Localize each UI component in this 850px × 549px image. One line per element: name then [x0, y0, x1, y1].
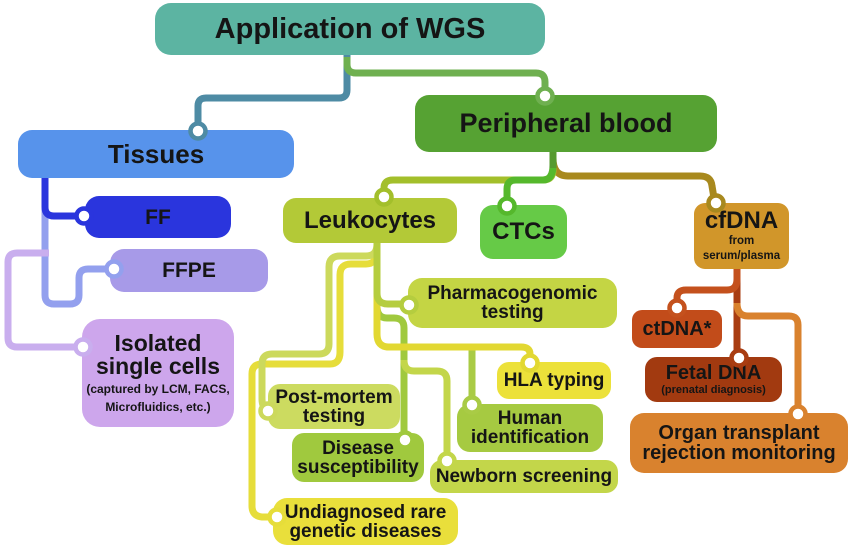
- node-sublabel: serum/plasma: [702, 250, 781, 262]
- connector-tissues-ffpe: [41, 176, 110, 308]
- node-label: Human: [497, 408, 563, 429]
- connector-wgs-peripheral: [343, 57, 549, 93]
- node-sublabel: Microfluidics, etc.): [105, 400, 211, 414]
- node-sublabel: (captured by LCM, FACS,: [86, 381, 230, 396]
- connector-leukocytes-pharmacogenomic: [373, 243, 402, 308]
- node-label: HLA typing: [503, 370, 605, 391]
- node-dot-tissues: [188, 121, 208, 141]
- connector-cfdna-organ: [733, 302, 802, 408]
- node-dot-human: [462, 395, 482, 415]
- node-application-of-wgs: Application of WGS: [155, 3, 545, 55]
- node-label: Disease: [322, 437, 394, 459]
- node-newborn-screening: Newborn screening: [430, 460, 618, 493]
- connector-leukocytes-postmortem: [258, 243, 381, 414]
- node-label: Post-mortem: [275, 386, 393, 408]
- node-cfdna: cfDNA from serum/plasma: [694, 203, 789, 269]
- node-label: ctDNA*: [642, 318, 712, 340]
- node-human-identification: Human identification: [457, 404, 603, 452]
- node-dot-ff: [74, 206, 94, 226]
- node-label: identification: [470, 427, 590, 448]
- node-label: susceptibility: [297, 456, 419, 478]
- node-label: Isolated: [114, 329, 202, 356]
- node-fetal-dna: Fetal DNA (prenatal diagnosis): [645, 357, 782, 402]
- node-ffpe: FFPE: [110, 249, 268, 292]
- connector-cfdna-ctdna: [673, 267, 741, 302]
- node-dot-disease: [395, 430, 415, 450]
- node-label: CTCs: [492, 218, 555, 245]
- node-pharmacogenomic-testing: Pharmacogenomic testing: [408, 278, 617, 328]
- node-dot-peripheral: [535, 86, 555, 106]
- connector-tissues-ff: [41, 176, 80, 220]
- node-label: testing: [481, 302, 544, 323]
- node-tissues: Tissues: [18, 130, 294, 178]
- node-dot-ffpe: [104, 259, 124, 279]
- node-label: Fetal DNA: [665, 361, 762, 384]
- node-ctcs: CTCs: [480, 205, 567, 259]
- node-dot-undiagnosed: [267, 507, 287, 527]
- node-peripheral-blood: Peripheral blood: [415, 95, 717, 152]
- connector-leukocytes-undiagnosed: [248, 249, 381, 521]
- node-label: genetic diseases: [289, 520, 442, 542]
- node-dot-newborn: [437, 451, 457, 471]
- node-label: Peripheral blood: [459, 108, 673, 138]
- node-dot-ctcs: [497, 196, 517, 216]
- node-undiagnosed-rare-genetic-diseases: Undiagnosed rare genetic diseases: [273, 498, 458, 545]
- node-label: FFPE: [162, 259, 216, 282]
- node-label: FF: [145, 205, 171, 229]
- node-dot-pharmacogenomic: [399, 295, 419, 315]
- node-hla-typing: HLA typing: [497, 362, 611, 399]
- node-dot-postmortem: [258, 401, 278, 421]
- node-sublabel: (prenatal diagnosis): [661, 383, 766, 396]
- node-dot-ctdna: [667, 298, 687, 318]
- node-dot-isolated: [73, 337, 93, 357]
- node-label: Leukocytes: [303, 206, 437, 234]
- node-leukocytes: Leukocytes: [283, 198, 457, 243]
- node-label: rejection monitoring: [642, 442, 836, 464]
- connector-leukocytes-hla: [373, 243, 534, 357]
- node-label: Undiagnosed rare: [284, 501, 447, 523]
- node-label: Application of WGS: [214, 12, 486, 45]
- connector-leukocytes-newborn: [400, 359, 451, 455]
- node-dot-leukocytes: [374, 187, 394, 207]
- node-label: Organ transplant: [658, 422, 820, 444]
- node-label: single cells: [95, 352, 220, 379]
- node-dot-cfdna: [706, 193, 726, 213]
- node-isolated-single-cells: Isolated single cells (captured by LCM, …: [82, 319, 234, 427]
- node-label: Newborn screening: [435, 466, 613, 487]
- node-dot-organ: [788, 404, 808, 424]
- node-label: Pharmacogenomic: [427, 283, 598, 304]
- node-postmortem-testing: Post-mortem testing: [268, 384, 400, 429]
- connector-tissues-isolated: [4, 249, 78, 351]
- connector-wgs-tissues: [194, 55, 351, 128]
- node-label: testing: [302, 405, 366, 427]
- node-sublabel: from: [728, 235, 755, 248]
- node-dot-hla: [520, 353, 540, 373]
- node-ff: FF: [85, 196, 231, 238]
- node-dot-fetal: [729, 348, 749, 368]
- node-organ-transplant-rejection-monitoring: Organ transplant rejection monitoring: [630, 413, 848, 473]
- node-label: Tissues: [107, 139, 205, 169]
- connector-peripheral-ctcs: [503, 164, 557, 202]
